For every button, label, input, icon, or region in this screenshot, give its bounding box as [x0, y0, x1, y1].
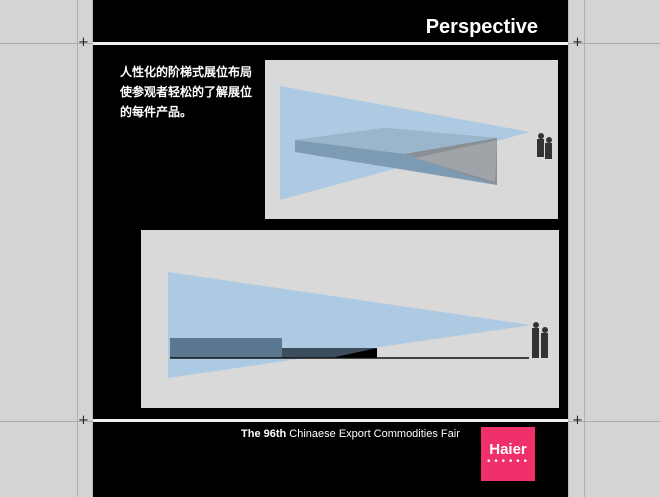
haier-logo: Haier ••••••: [481, 427, 535, 481]
perspective-illustration: [280, 86, 552, 200]
top-divider: [93, 42, 568, 45]
elevation-illustration: [168, 272, 548, 378]
right-guide: [584, 0, 585, 497]
presentation-board: Perspective 人性化的阶梯式展位布局 使参观者轻松的了解展位 的每件产…: [93, 0, 568, 497]
description-line: 人性化的阶梯式展位布局: [120, 65, 253, 79]
left-guide: [77, 0, 78, 497]
guide: [0, 421, 93, 422]
logo-text: Haier: [489, 441, 527, 458]
description-line: 使参观者轻松的了解展位: [120, 85, 253, 99]
description: 人性化的阶梯式展位布局 使参观者轻松的了解展位 的每件产品。: [120, 62, 252, 122]
fair-name: Chinaese Export Commodities Fair: [289, 428, 460, 440]
page-title: Perspective: [425, 16, 538, 38]
bottom-divider: [93, 419, 568, 422]
crosshair-icon[interactable]: +: [78, 413, 89, 428]
crosshair-icon[interactable]: +: [572, 35, 583, 50]
crosshair-icon[interactable]: +: [572, 413, 583, 428]
guide: [568, 43, 660, 44]
logo-dots: ••••••: [486, 457, 530, 467]
perspective-image: [265, 60, 558, 219]
crosshair-icon[interactable]: +: [78, 35, 89, 50]
fair-title: The 96th Chinaese Export Commodities Fai…: [241, 428, 460, 440]
right-canvas-margin: [568, 0, 660, 497]
fair-edition: The 96th: [241, 428, 287, 440]
description-line: 的每件产品。: [120, 105, 193, 119]
guide: [568, 421, 660, 422]
elevation-image: [141, 230, 559, 408]
guide: [0, 43, 93, 44]
